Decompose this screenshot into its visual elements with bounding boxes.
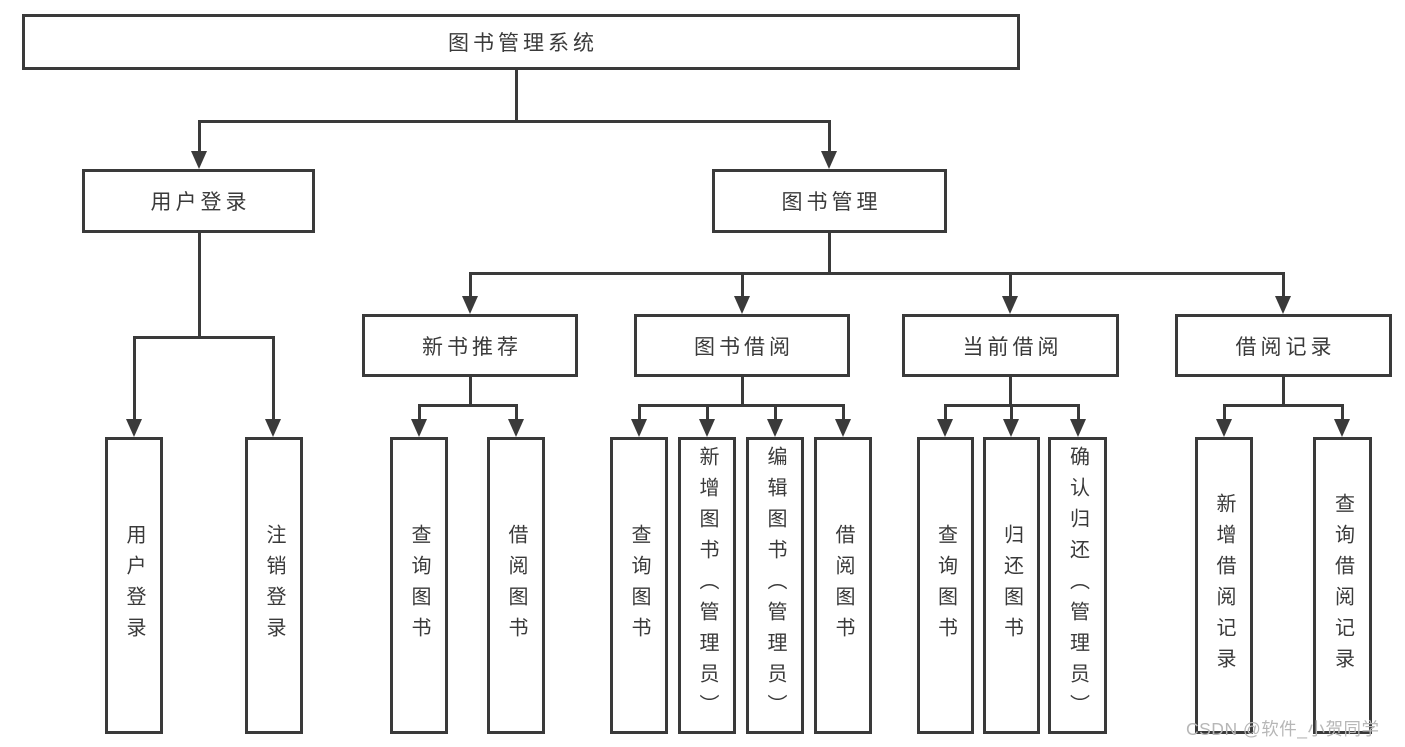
- node-book-borrow: 图书借阅: [634, 314, 850, 377]
- connector-drop: [705, 404, 709, 421]
- leaf-records-query-record: 查询借阅记录: [1313, 437, 1372, 734]
- connector-drop: [1008, 272, 1012, 298]
- connector-stem: [514, 70, 518, 123]
- connector-bar: [1222, 404, 1344, 407]
- connector-stem: [468, 377, 472, 407]
- connector-drop: [1009, 404, 1013, 421]
- arrowhead-down-icon: [126, 419, 142, 437]
- arrowhead-down-icon: [1275, 296, 1291, 314]
- node-book-management: 图书管理: [712, 169, 947, 233]
- connector-drop: [417, 404, 421, 421]
- connector-bar: [132, 336, 275, 339]
- leaf-current-confirm-return-admin: 确认归还（管理员）: [1048, 437, 1107, 734]
- connector-drop: [841, 404, 845, 421]
- connector-bar: [637, 404, 845, 407]
- connector-drop: [827, 120, 831, 153]
- connector-drop: [1281, 272, 1285, 298]
- connector-stem: [197, 233, 201, 339]
- arrowhead-down-icon: [1070, 419, 1086, 437]
- node-user-login: 用户登录: [82, 169, 315, 233]
- connector-drop: [197, 120, 201, 153]
- connector-stem: [827, 233, 831, 275]
- arrowhead-down-icon: [1334, 419, 1350, 437]
- leaf-rec-borrow-books: 借阅图书: [487, 437, 545, 734]
- arrowhead-down-icon: [508, 419, 524, 437]
- leaf-borrow-edit-books-admin: 编辑图书（管理员）: [746, 437, 804, 734]
- connector-bar: [197, 120, 831, 123]
- connector-drop: [271, 336, 275, 421]
- connector-drop: [943, 404, 947, 421]
- arrowhead-down-icon: [1002, 296, 1018, 314]
- node-current-borrow: 当前借阅: [902, 314, 1119, 377]
- csdn-watermark: CSDN @软件_小贺同学: [1186, 719, 1380, 739]
- leaf-rec-query-books: 查询图书: [390, 437, 448, 734]
- arrowhead-down-icon: [265, 419, 281, 437]
- connector-drop: [773, 404, 777, 421]
- arrowhead-down-icon: [1003, 419, 1019, 437]
- arrowhead-down-icon: [631, 419, 647, 437]
- connector-drop: [468, 272, 472, 298]
- leaf-current-return-books: 归还图书: [983, 437, 1040, 734]
- arrowhead-down-icon: [191, 151, 207, 169]
- node-new-book-recommend: 新书推荐: [362, 314, 578, 377]
- connector-drop: [1340, 404, 1344, 421]
- connector-stem: [1281, 377, 1285, 407]
- leaf-borrow-query-books: 查询图书: [610, 437, 668, 734]
- connector-bar: [468, 272, 1285, 275]
- connector-drop: [1076, 404, 1080, 421]
- leaf-records-add-record: 新增借阅记录: [1195, 437, 1253, 734]
- connector-bar: [417, 404, 518, 407]
- connector-stem: [740, 377, 744, 407]
- arrowhead-down-icon: [699, 419, 715, 437]
- arrowhead-down-icon: [462, 296, 478, 314]
- node-borrow-records: 借阅记录: [1175, 314, 1392, 377]
- arrowhead-down-icon: [411, 419, 427, 437]
- connector-drop: [132, 336, 136, 421]
- leaf-borrow-add-books-admin: 新增图书（管理员）: [678, 437, 736, 734]
- connector-drop: [514, 404, 518, 421]
- leaf-current-query-books: 查询图书: [917, 437, 974, 734]
- arrowhead-down-icon: [1216, 419, 1232, 437]
- leaf-borrow-borrow-books: 借阅图书: [814, 437, 872, 734]
- connector-stem: [1008, 377, 1012, 407]
- arrowhead-down-icon: [821, 151, 837, 169]
- arrowhead-down-icon: [767, 419, 783, 437]
- leaf-user-login: 用户登录: [105, 437, 163, 734]
- arrowhead-down-icon: [937, 419, 953, 437]
- arrowhead-down-icon: [734, 296, 750, 314]
- connector-drop: [637, 404, 641, 421]
- node-system-root: 图书管理系统: [22, 14, 1020, 70]
- connector-drop: [1222, 404, 1226, 421]
- connector-drop: [740, 272, 744, 298]
- leaf-logout: 注销登录: [245, 437, 303, 734]
- arrowhead-down-icon: [835, 419, 851, 437]
